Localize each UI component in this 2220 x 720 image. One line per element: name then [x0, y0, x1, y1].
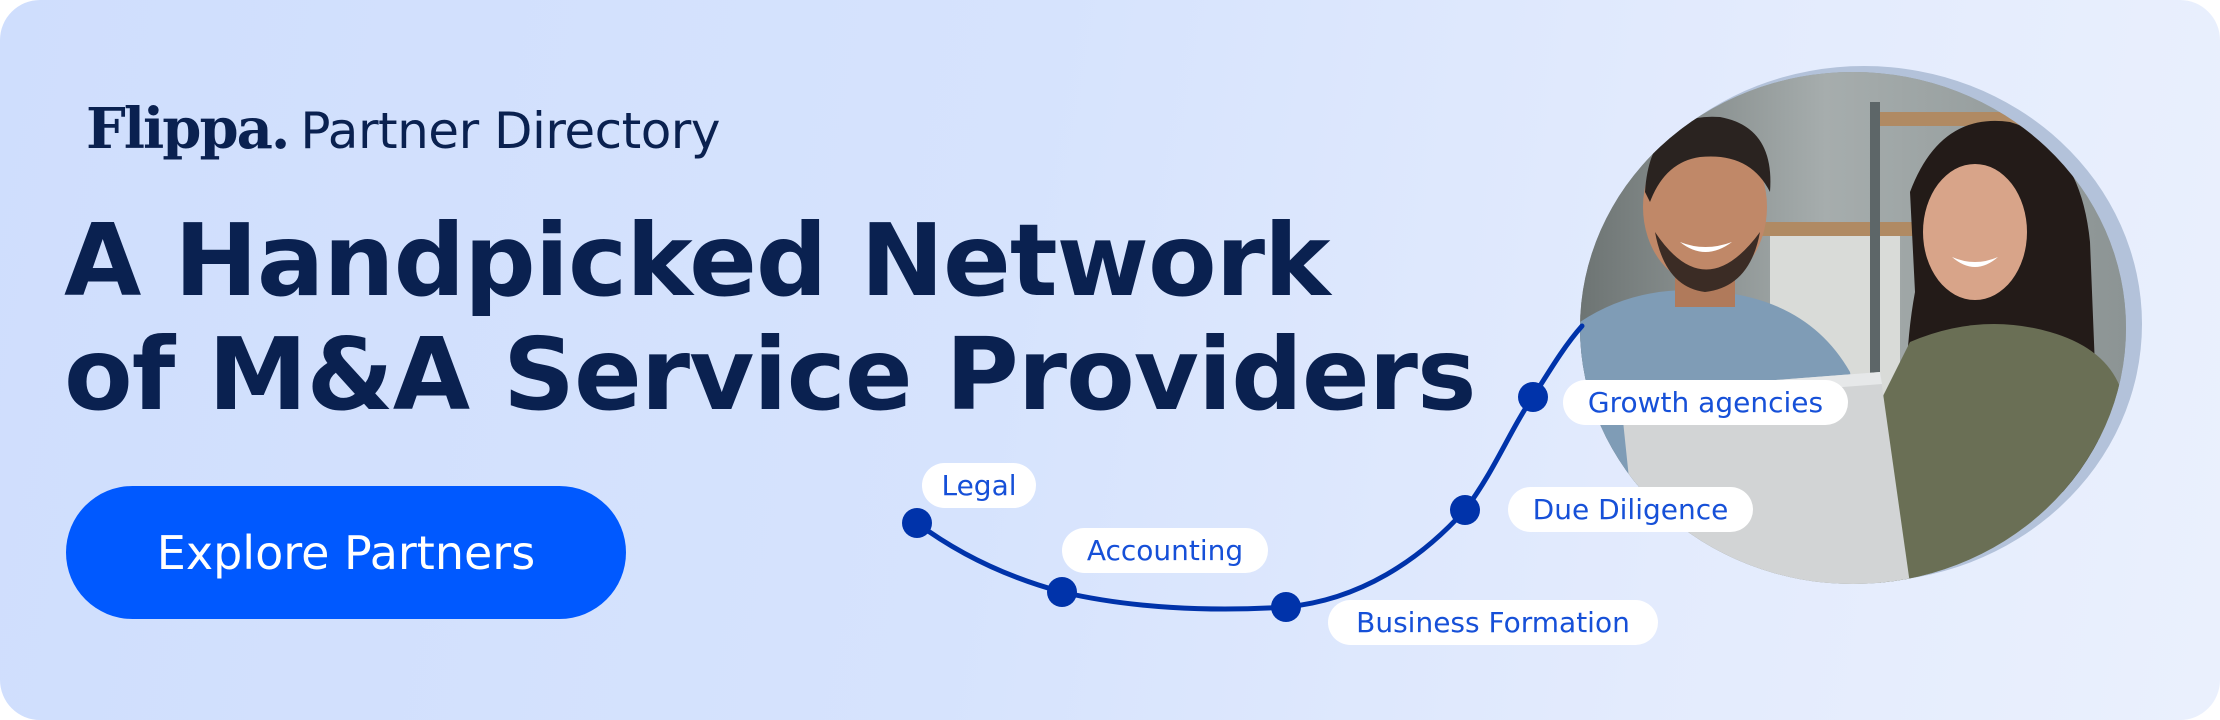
- node-dot-growth-agencies: [1518, 382, 1548, 412]
- hero-photo: [1580, 72, 2126, 584]
- colleagues-photo-illustration: [1580, 72, 2126, 584]
- node-dot-legal: [902, 508, 932, 538]
- pill-due-diligence: Due Diligence: [1508, 487, 1753, 532]
- pill-business-formation: Business Formation: [1328, 600, 1658, 645]
- brand-logo[interactable]: Flippa. Partner Directory: [86, 96, 720, 176]
- node-dot-accounting: [1047, 577, 1077, 607]
- pill-legal: Legal: [922, 463, 1036, 508]
- pill-accounting: Accounting: [1062, 528, 1268, 573]
- node-dot-due-diligence: [1450, 495, 1480, 525]
- partner-directory-label: Partner Directory: [300, 102, 720, 160]
- pill-growth-agencies: Growth agencies: [1563, 380, 1848, 425]
- explore-partners-label: Explore Partners: [156, 525, 536, 580]
- node-dot-business-formation: [1271, 592, 1301, 622]
- headline-line-1: A Handpicked Network: [64, 202, 1331, 319]
- headline-line-2: of M&A Service Providers: [64, 316, 1476, 433]
- flippa-wordmark: Flippa.: [86, 96, 290, 162]
- page-title: A Handpicked Network of M&A Service Prov…: [64, 204, 1476, 432]
- explore-partners-button[interactable]: Explore Partners: [66, 486, 626, 619]
